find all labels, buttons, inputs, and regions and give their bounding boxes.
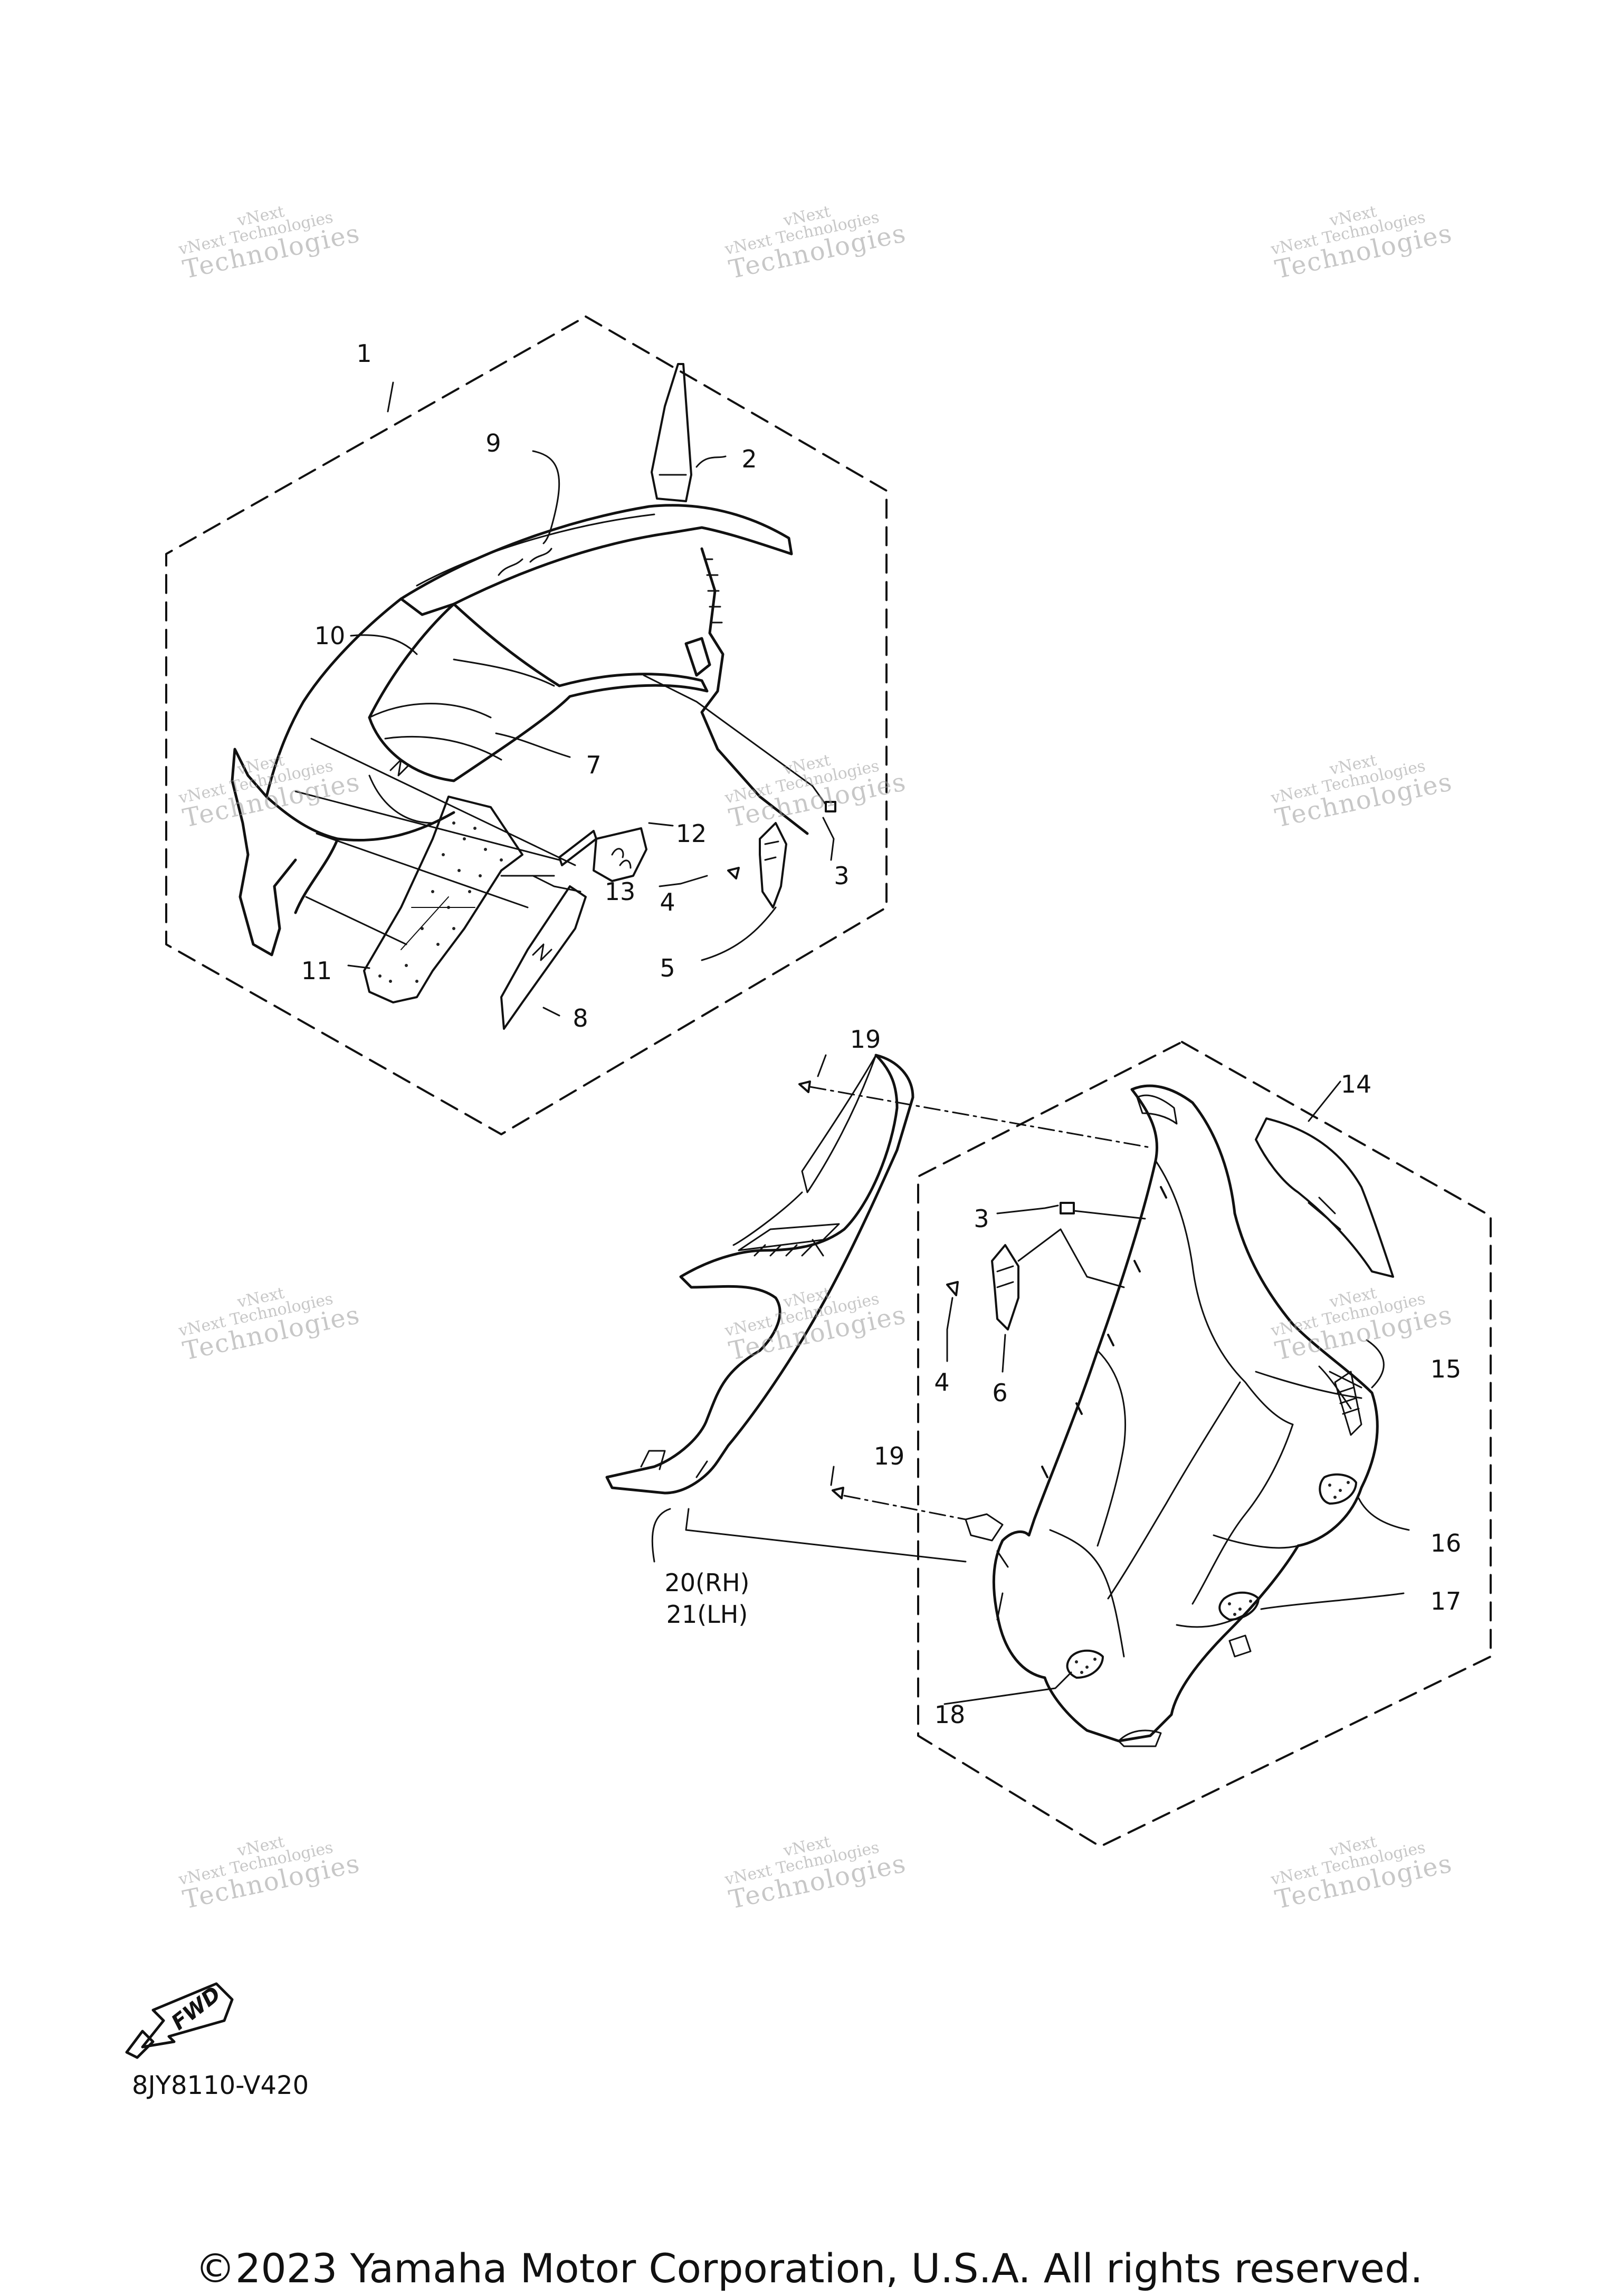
part-14-main-cowling (992, 1084, 1379, 1747)
part-19-fastener-a (798, 1080, 811, 1093)
upper-cowling-drawing (231, 504, 809, 956)
part-13-shape (558, 830, 597, 866)
upper-callouts (347, 381, 835, 1017)
part-12-shape (593, 827, 647, 882)
part-16-pad (1319, 1473, 1357, 1505)
part-4-fastener-b (946, 1281, 959, 1296)
part-label-19-upper: 19 (850, 1025, 881, 1054)
part-label-4-upper: 4 (660, 888, 675, 916)
part-label-3-upper: 3 (834, 862, 850, 890)
part-label-8: 8 (573, 1004, 588, 1032)
part-label-1: 1 (356, 339, 372, 368)
upper-leader-lines (294, 674, 827, 945)
part-label-20-rh: 20(RH) (664, 1568, 750, 1597)
part-label-17: 17 (1430, 1587, 1462, 1615)
part-label-9: 9 (485, 429, 501, 457)
part-11-speckle (378, 821, 503, 983)
part-label-4-lower: 4 (934, 1368, 950, 1396)
fwd-label: FWD (167, 1982, 225, 2035)
part-label-10: 10 (314, 621, 346, 650)
part-15-shape (1255, 1117, 1394, 1278)
lower-leader-lines (685, 1086, 1151, 1563)
copyright-notice: ©2023 Yamaha Motor Corporation, U.S.A. A… (195, 2245, 1423, 2292)
assembly-1-boundary (165, 315, 888, 1135)
part-label-7: 7 (586, 751, 602, 779)
part-3-clip-b (1060, 1202, 1075, 1214)
figure-code: 8JY8110-V420 (132, 2071, 309, 2100)
part-19-fastener-b (832, 1487, 844, 1499)
part-3-clip-a (825, 801, 836, 812)
speckled-pads (1066, 1473, 1357, 1679)
part-label-5: 5 (660, 954, 675, 982)
part-label-15: 15 (1430, 1355, 1462, 1383)
part-label-13: 13 (604, 877, 636, 906)
part-14-vent-grille (1334, 1371, 1362, 1436)
part-2-shape (651, 363, 692, 502)
assembly-14-boundary (917, 1041, 1492, 1848)
part-label-19-lower: 19 (873, 1442, 905, 1470)
part-label-3-lower: 3 (974, 1204, 989, 1233)
part-label-14: 14 (1340, 1070, 1372, 1098)
lower-callouts (651, 1054, 1410, 1705)
part-label-2: 2 (741, 445, 757, 473)
part-label-6: 6 (992, 1379, 1008, 1407)
part-18-pad (1066, 1649, 1104, 1679)
part-17-pad (1218, 1591, 1260, 1621)
part-label-18: 18 (934, 1700, 966, 1729)
part-label-16: 16 (1430, 1529, 1462, 1557)
part-6-shape (991, 1244, 1019, 1331)
part-4-fastener-a (727, 867, 740, 879)
part-label-11: 11 (301, 956, 332, 985)
part-20-21-side-panel (605, 1054, 914, 1495)
part-8-shape (500, 885, 587, 1030)
part-5-shape (759, 822, 787, 908)
part-label-12: 12 (675, 819, 707, 848)
fwd-arrow (125, 1982, 234, 2059)
part-label-21-lh: 21(LH) (666, 1600, 748, 1629)
part-11-shape (363, 796, 523, 1003)
